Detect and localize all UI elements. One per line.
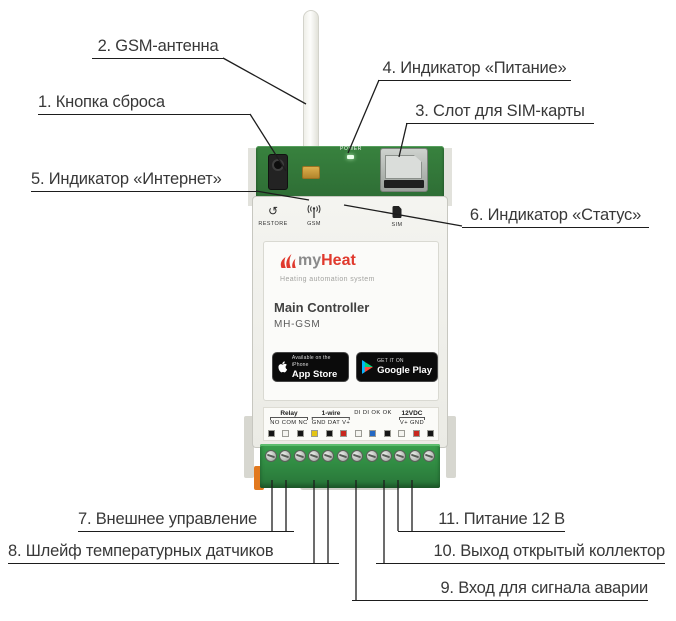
terminal-screw <box>394 450 407 462</box>
terminal-group-pins: GND DAT V+ <box>311 419 351 426</box>
play-icon <box>362 360 374 374</box>
din-tab-left <box>244 416 254 478</box>
pin-color-square <box>398 430 406 437</box>
callout-label-status-led: 6. Индикатор «Статус» <box>462 205 649 228</box>
pin-color-row <box>268 430 434 437</box>
restore-label: RESTORE <box>258 221 288 227</box>
model-code: MH-GSM <box>274 319 321 330</box>
terminal-screw <box>265 450 277 462</box>
terminal-group-relay: Relay NO COM NC <box>270 410 308 427</box>
callout-label-antenna: 2. GSM-антенна <box>92 36 224 59</box>
logo-subtitle: Heating automation system <box>280 276 375 283</box>
callout-label-oc-output: 10. Выход открытый коллектор <box>376 541 665 564</box>
terminal-screw <box>279 450 292 462</box>
pin-color-square <box>340 430 348 437</box>
terminal-group-bracket <box>311 417 350 420</box>
logo-heat-text: Heat <box>321 252 356 269</box>
enclosure-wall-left <box>248 148 256 206</box>
callout-label-sim-slot: 3. Слот для SIM-карты <box>406 101 594 124</box>
callout-label-alarm-input: 9. Вход для сигнала аварии <box>352 578 648 601</box>
callout-label-power-12v: 11. Питание 12 В <box>398 509 565 532</box>
terminal-group-pins: DI DI OK OK <box>354 410 392 416</box>
terminal-block <box>260 444 440 488</box>
terminal-screw <box>379 450 392 462</box>
pin-color-square <box>311 430 319 437</box>
gplay-badge-text: GET IT ON Google Play <box>377 358 432 376</box>
callout-label-temp-sensors: 8. Шлейф температурных датчиков <box>8 541 339 564</box>
terminal-screw <box>322 450 335 462</box>
terminal-screw <box>351 450 364 462</box>
callout-label-ext-control: 7. Внешнее управление <box>78 509 294 532</box>
pin-color-square <box>282 430 290 437</box>
terminal-screw-row <box>260 444 440 462</box>
enclosure-wall-right <box>444 148 452 206</box>
gplay-badge-small: GET IT ON <box>377 358 404 364</box>
terminal-screw <box>408 450 421 462</box>
appstore-badge: Available on the iPhone App Store <box>272 352 350 382</box>
terminal-group-bracket <box>399 417 425 420</box>
sim-icon <box>392 206 403 220</box>
terminal-screw <box>365 450 378 462</box>
pin-color-square <box>426 430 434 437</box>
terminal-group-12vdc: 12VDC V+ GND <box>399 410 425 427</box>
restore-icon: ↺ <box>267 204 279 218</box>
model-name: Main Controller <box>274 300 370 315</box>
sim-card <box>385 155 422 179</box>
pin-color-square <box>296 430 304 437</box>
enclosure-front: ↺ RESTORE GSM SIM <box>252 196 448 448</box>
terminal-group-1wire: 1-wire GND DAT V+ <box>312 410 350 427</box>
din-lock-clip <box>254 466 264 490</box>
terminal-screw <box>422 450 435 462</box>
callout-label-internet-led: 5. Индикатор «Интернет» <box>31 169 257 192</box>
pin-color-square <box>325 430 333 437</box>
terminal-group-name: 1-wire <box>321 410 341 417</box>
pin-color-square <box>383 430 391 437</box>
terminal-group-name: Relay <box>280 410 298 417</box>
power-led <box>347 155 354 159</box>
terminal-screw <box>293 450 306 462</box>
sim-slot-base <box>384 180 424 188</box>
appstore-badge-big: App Store <box>291 368 338 380</box>
terminal-group-bracket <box>270 417 308 420</box>
terminal-group-pins: NO COM NC <box>270 419 308 426</box>
din-tab-right <box>446 416 456 478</box>
terminal-group-name: 12VDC <box>401 410 423 417</box>
appstore-badge-small: Available on the iPhone <box>291 354 331 368</box>
gplay-badge-big: Google Play <box>377 365 432 376</box>
terminal-screw <box>308 450 321 462</box>
apple-icon <box>278 361 288 373</box>
reset-button <box>268 154 288 190</box>
callout-label-reset: 1. Кнопка сброса <box>38 92 250 115</box>
sim-label: SIM <box>391 222 403 228</box>
callout-label-power-led: 4. Индикатор «Питание» <box>378 58 571 81</box>
store-badges: Available on the iPhone App Store GET IT… <box>272 352 438 382</box>
reset-button-cap <box>272 159 284 171</box>
terminal-label-strip: Relay NO COM NC 1-wire GND DAT V+ DI DI … <box>263 407 439 441</box>
gplay-badge: GET IT ON Google Play <box>356 352 438 382</box>
terminal-group-pins: V+ GND <box>399 419 425 426</box>
gsm-port: GSM <box>305 204 323 227</box>
logo-my-text: my <box>298 252 322 269</box>
pin-color-square <box>412 430 420 437</box>
power-led-label: POWER <box>340 146 362 152</box>
flame-icon <box>280 254 296 268</box>
terminal-screw <box>336 450 349 462</box>
sim-card-slot <box>380 148 428 192</box>
pin-color-square <box>268 430 275 437</box>
pin-color-square <box>369 430 377 437</box>
gsm-antenna-icon <box>305 204 323 219</box>
pin-color-square <box>354 430 362 437</box>
gsm-label: GSM <box>307 221 321 227</box>
appstore-badge-text: Available on the iPhone App Store <box>292 355 343 380</box>
sim-port: SIM <box>392 205 403 228</box>
restore-port: ↺ RESTORE <box>258 204 288 228</box>
antenna-sma-connector <box>302 166 320 179</box>
terminal-group-di-ok: DI DI OK OK <box>354 410 392 417</box>
